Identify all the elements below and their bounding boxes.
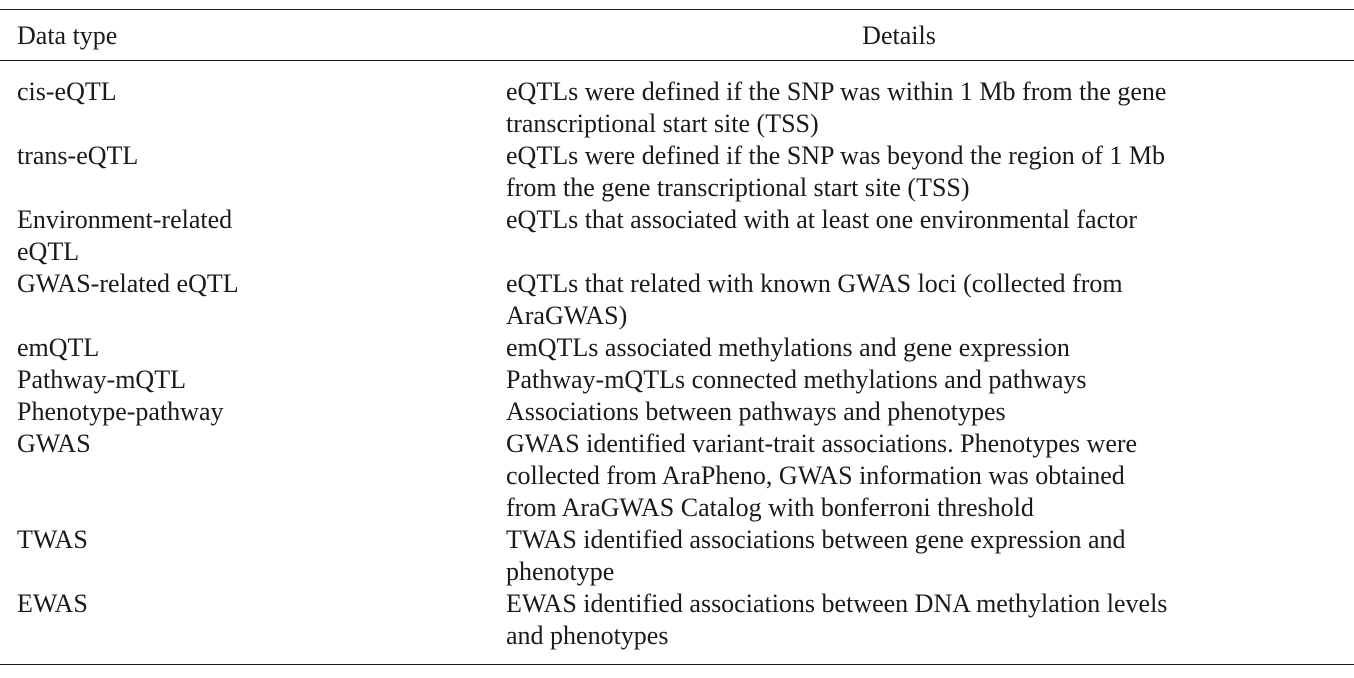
- type-line: Environment-related: [17, 205, 233, 234]
- table-row: GWAS GWAS identified variant-trait assoc…: [0, 428, 1354, 524]
- details-line: eQTLs that associated with at least one …: [506, 205, 1137, 234]
- cell-details: eQTLs that related with known GWAS loci …: [506, 268, 1266, 332]
- table-row: trans-eQTL eQTLs were defined if the SNP…: [0, 140, 1354, 204]
- cell-data-type: emQTL: [17, 333, 100, 362]
- table-row: cis-eQTL eQTLs were defined if the SNP w…: [0, 76, 1354, 140]
- details-line: from AraGWAS Catalog with bonferroni thr…: [506, 493, 1034, 522]
- details-line: EWAS identified associations between DNA…: [506, 589, 1168, 618]
- cell-data-type: GWAS-related eQTL: [17, 269, 239, 298]
- table-row: GWAS-related eQTL eQTLs that related wit…: [0, 268, 1354, 332]
- details-line: phenotype: [506, 557, 615, 586]
- details-line: eQTLs were defined if the SNP was within…: [506, 77, 1167, 106]
- header-rule: [0, 60, 1354, 61]
- details-line: eQTLs were defined if the SNP was beyond…: [506, 141, 1165, 170]
- cell-details: EWAS identified associations between DNA…: [506, 588, 1266, 652]
- table-row: TWAS TWAS identified associations betwee…: [0, 524, 1354, 588]
- cell-data-type: GWAS: [17, 429, 91, 458]
- type-line: eQTL: [17, 237, 80, 266]
- bottom-rule: [0, 664, 1354, 665]
- table-body: cis-eQTL eQTLs were defined if the SNP w…: [0, 61, 1354, 664]
- details-line: and phenotypes: [506, 621, 669, 650]
- cell-details: Pathway-mQTLs connected methylations and…: [506, 364, 1266, 396]
- cell-details: eQTLs were defined if the SNP was within…: [506, 76, 1266, 140]
- table-row: emQTL emQTLs associated methylations and…: [0, 332, 1354, 364]
- details-line: from the gene transcriptional start site…: [506, 173, 970, 202]
- details-line: Pathway-mQTLs connected methylations and…: [506, 365, 1087, 394]
- cell-data-type: trans-eQTL: [17, 141, 139, 170]
- cell-details: eQTLs that associated with at least one …: [506, 204, 1266, 236]
- header-data-type: Data type: [17, 21, 118, 50]
- table-row: Pathway-mQTL Pathway-mQTLs connected met…: [0, 364, 1354, 396]
- cell-data-type: Environment-related eQTL: [0, 204, 277, 268]
- details-line: TWAS identified associations between gen…: [506, 525, 1126, 554]
- cell-details: Associations between pathways and phenot…: [506, 396, 1266, 428]
- cell-details: eQTLs were defined if the SNP was beyond…: [506, 140, 1266, 204]
- table-row: EWAS EWAS identified associations betwee…: [0, 588, 1354, 652]
- details-line: AraGWAS): [506, 301, 628, 330]
- details-line: transcriptional start site (TSS): [506, 109, 819, 138]
- top-rule: [0, 9, 1354, 10]
- header-details: Details: [862, 21, 936, 50]
- details-line: collected from AraPheno, GWAS informatio…: [506, 461, 1125, 490]
- cell-data-type: cis-eQTL: [17, 77, 117, 106]
- cell-data-type: EWAS: [17, 589, 88, 618]
- cell-data-type: Pathway-mQTL: [17, 365, 186, 394]
- details-line: Associations between pathways and phenot…: [506, 397, 1006, 426]
- details-line: eQTLs that related with known GWAS loci …: [506, 269, 1123, 298]
- table-row: Environment-related eQTL eQTLs that asso…: [0, 204, 1354, 268]
- cell-details: emQTLs associated methylations and gene …: [506, 332, 1266, 364]
- cell-details: TWAS identified associations between gen…: [506, 524, 1266, 588]
- table-header: Data type Details: [0, 10, 1354, 60]
- details-line: emQTLs associated methylations and gene …: [506, 333, 1070, 362]
- details-line: GWAS identified variant-trait associatio…: [506, 429, 1138, 458]
- cell-data-type: Phenotype-pathway: [17, 397, 224, 426]
- data-table: Data type Details cis-eQTL eQTLs were de…: [0, 9, 1354, 665]
- cell-data-type: TWAS: [17, 525, 88, 554]
- cell-details: GWAS identified variant-trait associatio…: [506, 428, 1266, 524]
- table-row: Phenotype-pathway Associations between p…: [0, 396, 1354, 428]
